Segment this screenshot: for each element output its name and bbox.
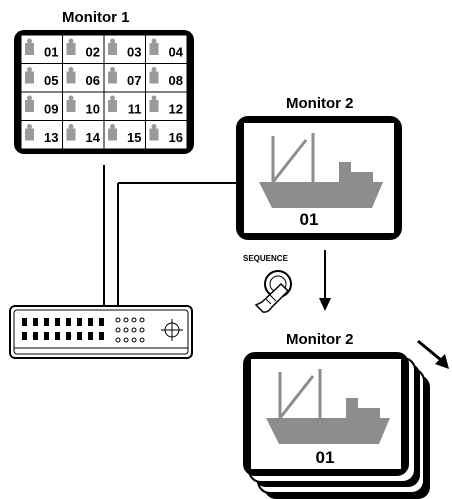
control-button[interactable] xyxy=(131,317,137,323)
monitor-1-title: Monitor 1 xyxy=(62,9,130,26)
camera-scene-icon xyxy=(25,71,34,84)
camera-cell-number: 11 xyxy=(128,102,142,117)
channel-button[interactable] xyxy=(44,318,49,326)
camera-scene-icon xyxy=(108,128,117,141)
monitor-2: 01 xyxy=(236,116,402,240)
camera-scene-icon xyxy=(25,100,34,112)
camera-cell-number: 06 xyxy=(86,73,100,88)
camera-scene-icon xyxy=(108,43,117,55)
monitor-2-sequence-stack: 01 xyxy=(243,352,430,499)
channel-button[interactable] xyxy=(77,332,82,340)
camera-cell: 10 xyxy=(62,91,105,121)
pressing-hand-icon xyxy=(254,282,290,313)
camera-cell: 11 xyxy=(103,91,146,121)
camera-cell: 12 xyxy=(145,91,188,121)
camera-cell-number: 16 xyxy=(169,130,183,145)
control-button[interactable] xyxy=(115,327,121,333)
channel-button[interactable] xyxy=(99,318,104,326)
camera-cell: 08 xyxy=(145,63,188,93)
monitor-2-sequence-title: Monitor 2 xyxy=(286,331,354,348)
camera-cell-number: 03 xyxy=(127,45,141,60)
channel-button[interactable] xyxy=(99,332,104,340)
camera-cell: 01 xyxy=(20,34,63,64)
camera-scene-icon xyxy=(66,100,76,112)
camera-cell-number: 04 xyxy=(169,45,184,60)
control-button[interactable] xyxy=(123,337,129,343)
channel-button[interactable] xyxy=(22,318,27,326)
camera-cell-number: 08 xyxy=(169,73,183,88)
camera-scene-icon xyxy=(25,128,34,141)
camera-cell: 16 xyxy=(145,120,188,150)
camera-cell: 13 xyxy=(20,120,63,150)
monitor-2-sequence-channel: 01 xyxy=(316,448,335,467)
sequence-arrow xyxy=(319,250,331,311)
camera-cell-number: 07 xyxy=(127,73,141,88)
control-button[interactable] xyxy=(115,337,121,343)
camera-cell-number: 01 xyxy=(44,45,58,60)
channel-button[interactable] xyxy=(66,332,71,340)
channel-button[interactable] xyxy=(33,332,38,340)
camera-scene-icon xyxy=(66,43,76,55)
camera-cell: 05 xyxy=(20,63,63,93)
camera-scene-icon xyxy=(149,43,159,55)
channel-button[interactable] xyxy=(66,318,71,326)
ship-image xyxy=(259,133,383,208)
camera-cell: 14 xyxy=(62,120,105,150)
camera-scene-icon xyxy=(66,71,76,84)
control-button[interactable] xyxy=(131,337,137,343)
camera-cell: 09 xyxy=(20,91,63,121)
camera-cell-number: 14 xyxy=(86,130,101,145)
camera-cell: 04 xyxy=(145,34,188,64)
camera-scene-icon xyxy=(108,71,117,84)
control-button[interactable] xyxy=(139,337,145,343)
channel-button[interactable] xyxy=(44,332,49,340)
camera-cell-number: 10 xyxy=(86,102,100,117)
camera-scene-icon xyxy=(108,100,117,112)
camera-cell: 07 xyxy=(103,63,146,93)
ship-image xyxy=(266,369,390,444)
camera-cell: 02 xyxy=(62,34,105,64)
camera-cell-number: 15 xyxy=(127,130,141,145)
camera-scene-icon xyxy=(149,100,159,112)
camera-cell-number: 02 xyxy=(86,45,100,60)
camera-scene-icon xyxy=(149,128,159,141)
camera-cell-number: 12 xyxy=(169,102,183,117)
channel-button[interactable] xyxy=(33,318,38,326)
control-button[interactable] xyxy=(123,327,129,333)
control-button[interactable] xyxy=(139,327,145,333)
monitor-2-title: Monitor 2 xyxy=(286,95,354,112)
control-button[interactable] xyxy=(123,317,129,323)
control-button[interactable] xyxy=(131,327,137,333)
channel-button[interactable] xyxy=(88,318,93,326)
channel-button[interactable] xyxy=(22,332,27,340)
control-button[interactable] xyxy=(139,317,145,323)
camera-scene-icon xyxy=(25,43,34,55)
monitor-2-channel: 01 xyxy=(300,210,319,229)
video-switcher-device xyxy=(9,305,193,359)
camera-cell: 03 xyxy=(103,34,146,64)
channel-button[interactable] xyxy=(55,332,60,340)
channel-button[interactable] xyxy=(88,332,93,340)
sequence-label: SEQUENCE xyxy=(243,254,289,263)
camera-cell-number: 13 xyxy=(44,130,58,145)
camera-cell-number: 05 xyxy=(44,73,58,88)
channel-button[interactable] xyxy=(77,318,82,326)
camera-cell: 06 xyxy=(62,63,105,93)
cycle-arrow xyxy=(417,339,449,369)
camera-cell: 15 xyxy=(103,120,146,150)
joystick-icon xyxy=(161,319,183,341)
channel-button[interactable] xyxy=(55,318,60,326)
camera-scene-icon xyxy=(149,71,159,84)
monitor-1: 01 02 03 04 05 06 07 08 09 10 11 12 13 14 15 16 xyxy=(14,30,194,154)
camera-scene-icon xyxy=(66,128,76,141)
cables xyxy=(103,165,236,305)
camera-cell-number: 09 xyxy=(44,102,58,117)
control-button[interactable] xyxy=(115,317,121,323)
